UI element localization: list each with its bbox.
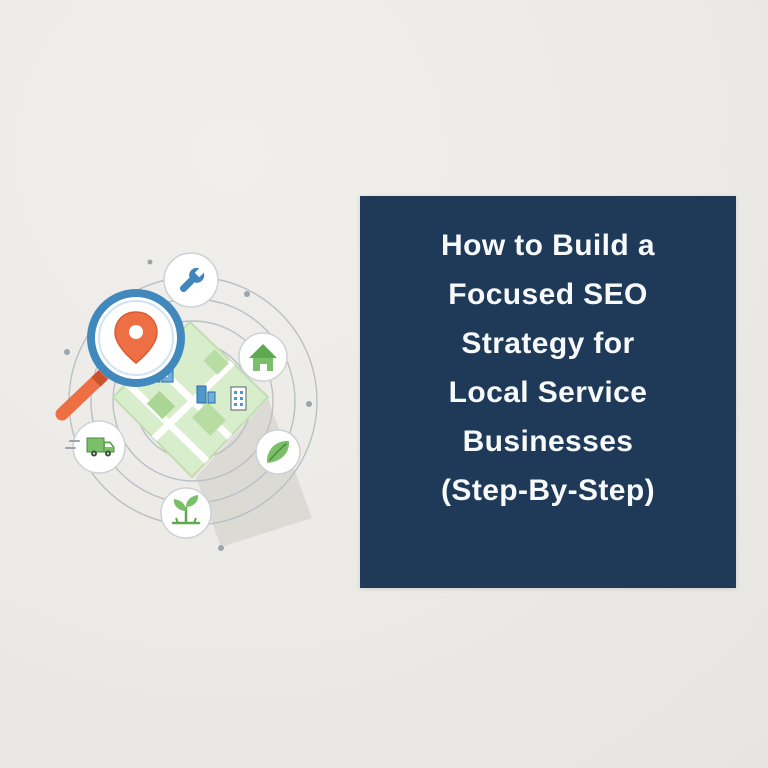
location-pin-icon xyxy=(114,311,158,364)
title-line-4: Local Service xyxy=(448,376,648,409)
title-line-3: Strategy for xyxy=(461,327,635,360)
title-line-5: Businesses xyxy=(462,425,634,458)
truck-icon xyxy=(65,420,126,474)
orbit-dots xyxy=(64,259,312,551)
sprout-icon xyxy=(160,487,212,539)
house-icon xyxy=(238,332,288,382)
map-shadow xyxy=(196,399,312,547)
title-line-1: How to Build a xyxy=(441,229,655,262)
title-panel: How to Build a Focused SEO Strategy for … xyxy=(360,196,736,588)
page-title: How to Build a Focused SEO Strategy for … xyxy=(360,221,736,515)
map-parks xyxy=(146,349,229,436)
motion-lines xyxy=(65,440,80,449)
wrench-icon xyxy=(163,252,219,308)
title-line-2: Focused SEO xyxy=(448,278,648,311)
title-line-6: (Step-By-Step) xyxy=(441,474,655,507)
leaf-icon xyxy=(255,429,301,475)
magnifying-glass-icon xyxy=(55,289,185,421)
